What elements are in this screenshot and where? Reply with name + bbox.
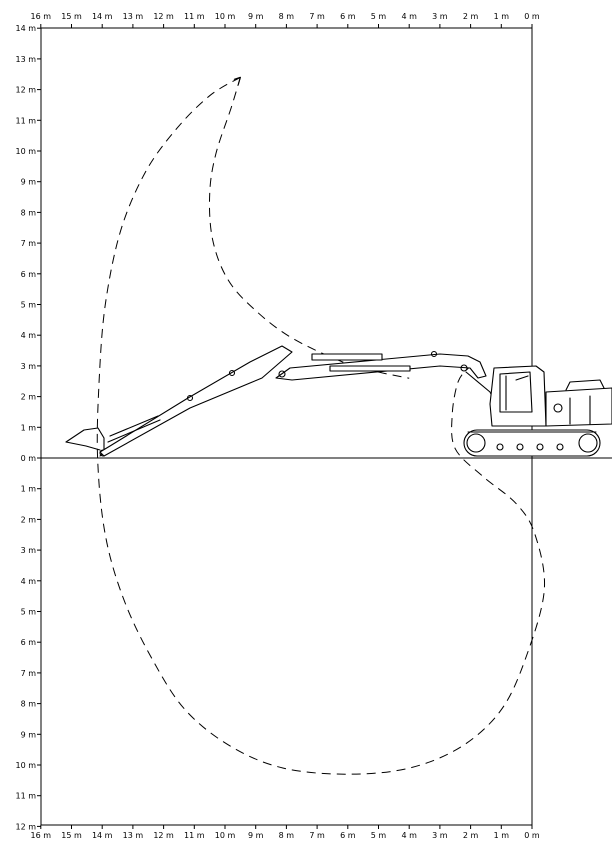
x-axis-label-top: 14 m (92, 12, 113, 21)
y-axis-label: 5 m (21, 608, 37, 617)
y-axis-label: 8 m (21, 208, 37, 217)
excavator-track (463, 429, 601, 457)
reach-envelope (96, 76, 546, 775)
x-axis-label-top: 10 m (215, 12, 236, 21)
x-axis-label-top: 5 m (371, 12, 387, 21)
x-axis-label-top: 13 m (123, 12, 144, 21)
x-axis-label-bottom: 12 m (153, 831, 174, 840)
x-axis-label-top: 9 m (248, 12, 264, 21)
y-axis-label: 10 m (15, 761, 36, 770)
x-axis-label-top: 2 m (463, 12, 479, 21)
x-axis-label-top: 15 m (61, 12, 82, 21)
y-axis-label: 9 m (21, 178, 37, 187)
x-axis-label-top: 7 m (309, 12, 325, 21)
y-axis-label: 8 m (21, 700, 37, 709)
x-axis-label-bottom: 7 m (309, 831, 325, 840)
x-axis-label-bottom: 10 m (215, 831, 236, 840)
excavator-boom (275, 350, 497, 405)
x-axis-label-bottom: 16 m (31, 831, 52, 840)
y-axis-label: 9 m (21, 730, 37, 739)
y-axis-label: 1 m (21, 485, 37, 494)
x-axis-label-top: 4 m (401, 12, 417, 21)
y-axis-label: 2 m (21, 515, 37, 524)
excavator-cab (489, 365, 547, 427)
reach-envelope-inner-curve (208, 77, 410, 379)
x-axis-label-bottom: 8 m (279, 831, 295, 840)
x-axis-label-top: 1 m (494, 12, 510, 21)
x-axis-label-bottom: 0 m (524, 831, 540, 840)
excavator-drawing (65, 345, 612, 457)
y-axis-label: 12 m (15, 86, 36, 95)
envelope-arrow-icon (233, 76, 241, 85)
y-axis-label: 10 m (15, 147, 36, 156)
excavator-arm (99, 345, 293, 457)
x-axis-label-top: 12 m (153, 12, 174, 21)
x-axis-label-bottom: 13 m (123, 831, 144, 840)
x-axis-label-bottom: 1 m (494, 831, 510, 840)
y-axis-label: 6 m (21, 638, 37, 647)
y-axis-label: 4 m (21, 331, 37, 340)
y-axis-label: 0 m (21, 454, 37, 463)
reach-envelope-outer-curve (96, 76, 546, 775)
excavator-upper-body (545, 379, 612, 427)
x-axis-label-bottom: 6 m (340, 831, 356, 840)
y-axis-label: 14 m (15, 24, 36, 33)
x-axis-label-top: 16 m (31, 12, 52, 21)
x-axis-label-top: 11 m (184, 12, 205, 21)
y-axis-label: 7 m (21, 239, 37, 248)
x-axis-label-top: 8 m (279, 12, 295, 21)
x-axis-label-bottom: 15 m (61, 831, 82, 840)
x-axis-label-bottom: 2 m (463, 831, 479, 840)
x-axis-label-top: 0 m (524, 12, 540, 21)
axis-labels: 16 m 16 m 15 m 15 m 14 m 14 m 13 m 13 m 12 m 12 m… (15, 12, 539, 840)
x-axis-label-top: 6 m (340, 12, 356, 21)
y-axis-label: 5 m (21, 301, 37, 310)
y-axis-label: 13 m (15, 55, 36, 64)
x-axis-label-bottom: 11 m (184, 831, 205, 840)
axis-ticks (37, 24, 533, 829)
y-axis-label: 6 m (21, 270, 37, 279)
y-axis-label: 11 m (15, 116, 36, 125)
x-axis-label-bottom: 3 m (432, 831, 448, 840)
x-axis-label-bottom: 9 m (248, 831, 264, 840)
y-axis-label: 3 m (21, 362, 37, 371)
y-axis-label: 1 m (21, 423, 37, 432)
y-axis-label: 4 m (21, 577, 37, 586)
y-axis-label: 12 m (15, 822, 36, 831)
y-axis-label: 7 m (21, 669, 37, 678)
y-axis-label: 11 m (15, 792, 36, 801)
y-axis-label: 3 m (21, 546, 37, 555)
x-axis-label-bottom: 14 m (92, 831, 113, 840)
x-axis-label-bottom: 5 m (371, 831, 387, 840)
x-axis-label-top: 3 m (432, 12, 448, 21)
plot-frame (40, 27, 533, 826)
y-axis-label: 2 m (21, 393, 37, 402)
x-axis-label-bottom: 4 m (401, 831, 417, 840)
